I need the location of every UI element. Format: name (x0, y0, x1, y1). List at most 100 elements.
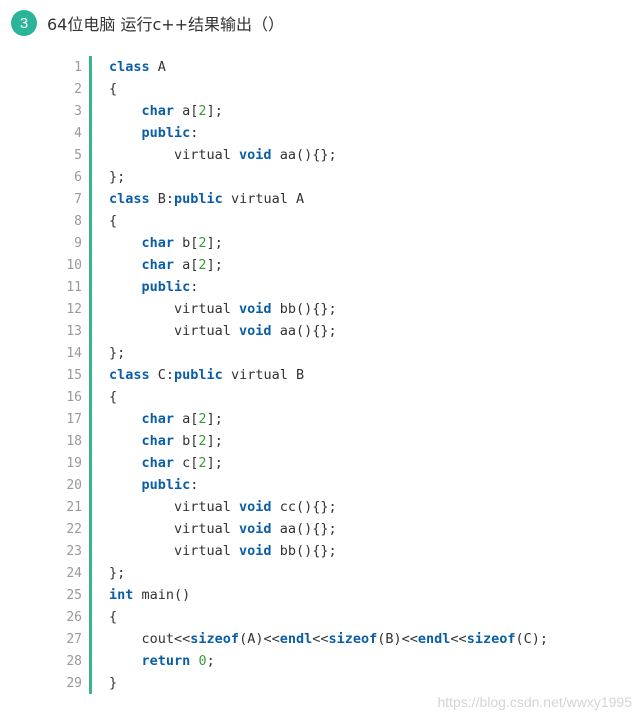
code-line: 18 char b[2]; (52, 430, 612, 452)
code-token: virtual (109, 323, 240, 339)
code-keyword: char (141, 455, 175, 471)
code-token (109, 433, 142, 449)
code-token: cout<< (109, 631, 191, 647)
code-line: 15 class C:public virtual B (52, 364, 612, 386)
code-token: ; (206, 653, 215, 669)
code-token: { (109, 389, 118, 405)
code-number: 2 (198, 411, 207, 427)
code-keyword: void (239, 323, 272, 339)
code-line: 28 return 0; (52, 650, 612, 672)
code-line: 6}; (52, 166, 612, 188)
code-token: ]; (206, 411, 223, 427)
code-line: 27 cout<<sizeof(A)<<endl<<sizeof(B)<<end… (52, 628, 612, 650)
code-text: class C:public virtual B (109, 367, 304, 383)
question-title: 64位电脑 运行c++结果输出（） (47, 15, 285, 34)
code-text: char c[2]; (109, 455, 223, 471)
line-number: 18 (66, 433, 82, 449)
code-token: c[ (174, 455, 199, 471)
line-number: 2 (74, 81, 82, 97)
code-token: C: (149, 367, 175, 383)
code-token: (A)<< (239, 631, 280, 647)
code-line: 29} (52, 672, 612, 694)
code-line: 21 virtual void cc(){}; (52, 496, 612, 518)
code-token: aa(){}; (271, 521, 337, 537)
line-number: 14 (66, 345, 82, 361)
code-text: { (109, 81, 117, 97)
code-text: virtual void bb(){}; (109, 301, 337, 317)
code-token: : (190, 279, 199, 295)
code-token: { (109, 81, 118, 97)
code-keyword: void (239, 499, 272, 515)
line-number: 24 (66, 565, 82, 581)
code-line: 22 virtual void aa(){}; (52, 518, 612, 540)
code-keyword: class (109, 191, 150, 207)
code-line: 24}; (52, 562, 612, 584)
code-line: 25 int main() (52, 584, 612, 606)
line-number: 21 (66, 499, 82, 515)
code-token: ]; (206, 455, 223, 471)
code-text: public: (109, 125, 199, 141)
code-keyword: return (141, 653, 191, 669)
code-number: 2 (198, 455, 207, 471)
line-number: 27 (66, 631, 82, 647)
code-text: char a[2]; (109, 103, 223, 119)
code-token (109, 411, 142, 427)
code-line: 4 public: (52, 122, 612, 144)
code-keyword: char (141, 103, 175, 119)
code-token: a[ (174, 257, 199, 273)
code-keyword: public (141, 125, 191, 141)
code-token (109, 257, 142, 273)
code-number: 2 (198, 103, 207, 119)
line-number: 12 (66, 301, 82, 317)
code-token: << (312, 631, 329, 647)
line-number: 4 (74, 125, 82, 141)
code-line: 14}; (52, 342, 612, 364)
code-token: }; (109, 169, 126, 185)
code-keyword: char (141, 257, 175, 273)
code-line: 26{ (52, 606, 612, 628)
code-token: main() (133, 587, 191, 603)
code-token: B: (149, 191, 175, 207)
code-text: } (109, 675, 117, 691)
code-text: { (109, 213, 117, 229)
code-text: return 0; (109, 653, 215, 669)
code-text: virtual void aa(){}; (109, 323, 337, 339)
code-line: 8{ (52, 210, 612, 232)
code-keyword: void (239, 543, 272, 559)
line-number: 15 (66, 367, 82, 383)
code-text: public: (109, 279, 199, 295)
code-text: virtual void aa(){}; (109, 147, 337, 163)
code-keyword: public (141, 477, 191, 493)
code-text: }; (109, 345, 125, 361)
code-keyword: endl (279, 631, 313, 647)
code-keyword: public (141, 279, 191, 295)
code-text: char a[2]; (109, 257, 223, 273)
code-token: a[ (174, 103, 199, 119)
code-keyword: char (141, 433, 175, 449)
code-token (109, 125, 142, 141)
code-token (109, 279, 142, 295)
code-token: ]; (206, 257, 223, 273)
code-token (109, 103, 142, 119)
code-text: cout<<sizeof(A)<<endl<<sizeof(B)<<endl<<… (109, 631, 548, 647)
code-token: } (109, 675, 118, 691)
code-number: 0 (198, 653, 207, 669)
code-token: A (149, 59, 166, 75)
line-number: 28 (66, 653, 82, 669)
code-token: }; (109, 565, 126, 581)
code-token (109, 455, 142, 471)
code-keyword: sizeof (328, 631, 378, 647)
code-token: bb(){}; (271, 301, 337, 317)
code-line: 20 public: (52, 474, 612, 496)
code-token: a[ (174, 411, 199, 427)
code-keyword: void (239, 301, 272, 317)
line-number: 25 (66, 587, 82, 603)
code-text: int main() (109, 587, 190, 603)
code-keyword: sizeof (466, 631, 516, 647)
code-token: { (109, 213, 118, 229)
code-line: 23 virtual void bb(){}; (52, 540, 612, 562)
code-token: ]; (206, 433, 223, 449)
code-keyword: endl (417, 631, 451, 647)
code-number: 2 (198, 433, 207, 449)
